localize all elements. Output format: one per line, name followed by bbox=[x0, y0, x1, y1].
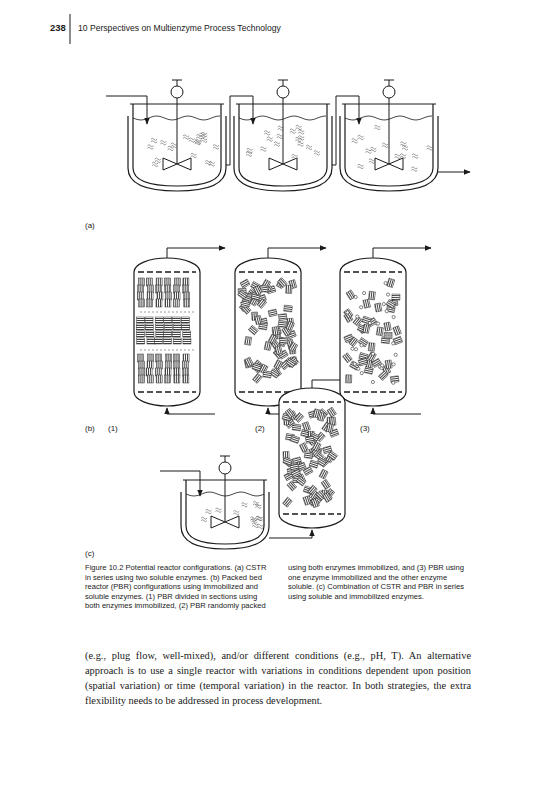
sub-panel-label: (3) bbox=[360, 424, 370, 434]
panel-label: (b) bbox=[85, 424, 95, 434]
sub-panel-label: (1) bbox=[108, 424, 118, 434]
body-paragraph: (e.g., plug flow, well-mixed), and/or di… bbox=[85, 648, 471, 708]
sub-panel-label: (2) bbox=[255, 424, 265, 434]
pipe bbox=[167, 248, 225, 258]
pipe bbox=[160, 471, 200, 496]
packed-bed-column bbox=[235, 258, 301, 406]
packed-bed-column bbox=[279, 388, 345, 528]
pipe bbox=[269, 530, 312, 538]
running-head: 10 Perspectives on Multienzyme Process T… bbox=[78, 23, 281, 33]
pipes bbox=[106, 96, 470, 538]
stirred-tank bbox=[340, 80, 438, 191]
panel-label: (a) bbox=[85, 221, 95, 231]
page-number: 238 bbox=[50, 22, 66, 33]
pipe bbox=[438, 172, 470, 173]
figure-caption: Figure 10.2 Potential reactor configurat… bbox=[85, 563, 471, 611]
header-rule bbox=[70, 14, 71, 44]
stirred-tank bbox=[128, 80, 226, 191]
stirred-tank bbox=[181, 456, 269, 549]
pipe bbox=[268, 248, 326, 258]
packed-bed-column bbox=[134, 258, 200, 406]
stirred-tank bbox=[234, 80, 332, 191]
pipe bbox=[167, 408, 215, 414]
pipe bbox=[373, 248, 431, 258]
panel-label: (c) bbox=[85, 549, 94, 559]
pipe bbox=[373, 408, 421, 414]
packed-bed-column bbox=[340, 258, 406, 406]
